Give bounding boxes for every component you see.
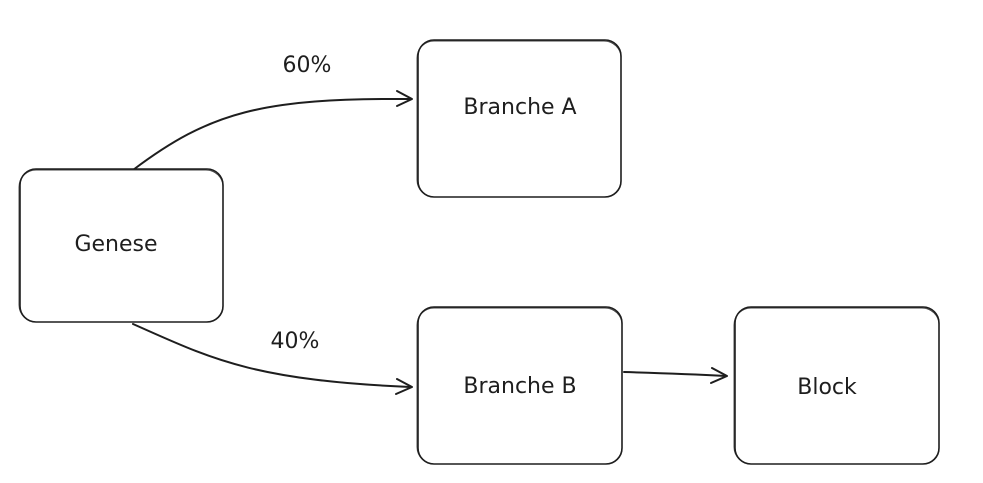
edge-label-40: 40% bbox=[271, 329, 320, 354]
edge-genese-to-branche-a bbox=[132, 90, 413, 171]
node-block[interactable]: Block bbox=[733, 306, 940, 465]
edge-label-60: 60% bbox=[283, 53, 332, 78]
node-branche-a[interactable]: Branche A bbox=[416, 39, 622, 198]
node-branche-b-label: Branche B bbox=[463, 374, 576, 399]
node-genese-label: Genese bbox=[74, 232, 157, 257]
edge-branche-b-to-block bbox=[623, 367, 728, 384]
node-branche-b[interactable]: Branche B bbox=[416, 306, 623, 465]
node-genese[interactable]: Genese bbox=[18, 168, 224, 323]
node-branche-a-label: Branche A bbox=[463, 95, 576, 120]
edge-genese-to-branche-b bbox=[132, 323, 413, 395]
node-block-label: Block bbox=[797, 375, 857, 400]
